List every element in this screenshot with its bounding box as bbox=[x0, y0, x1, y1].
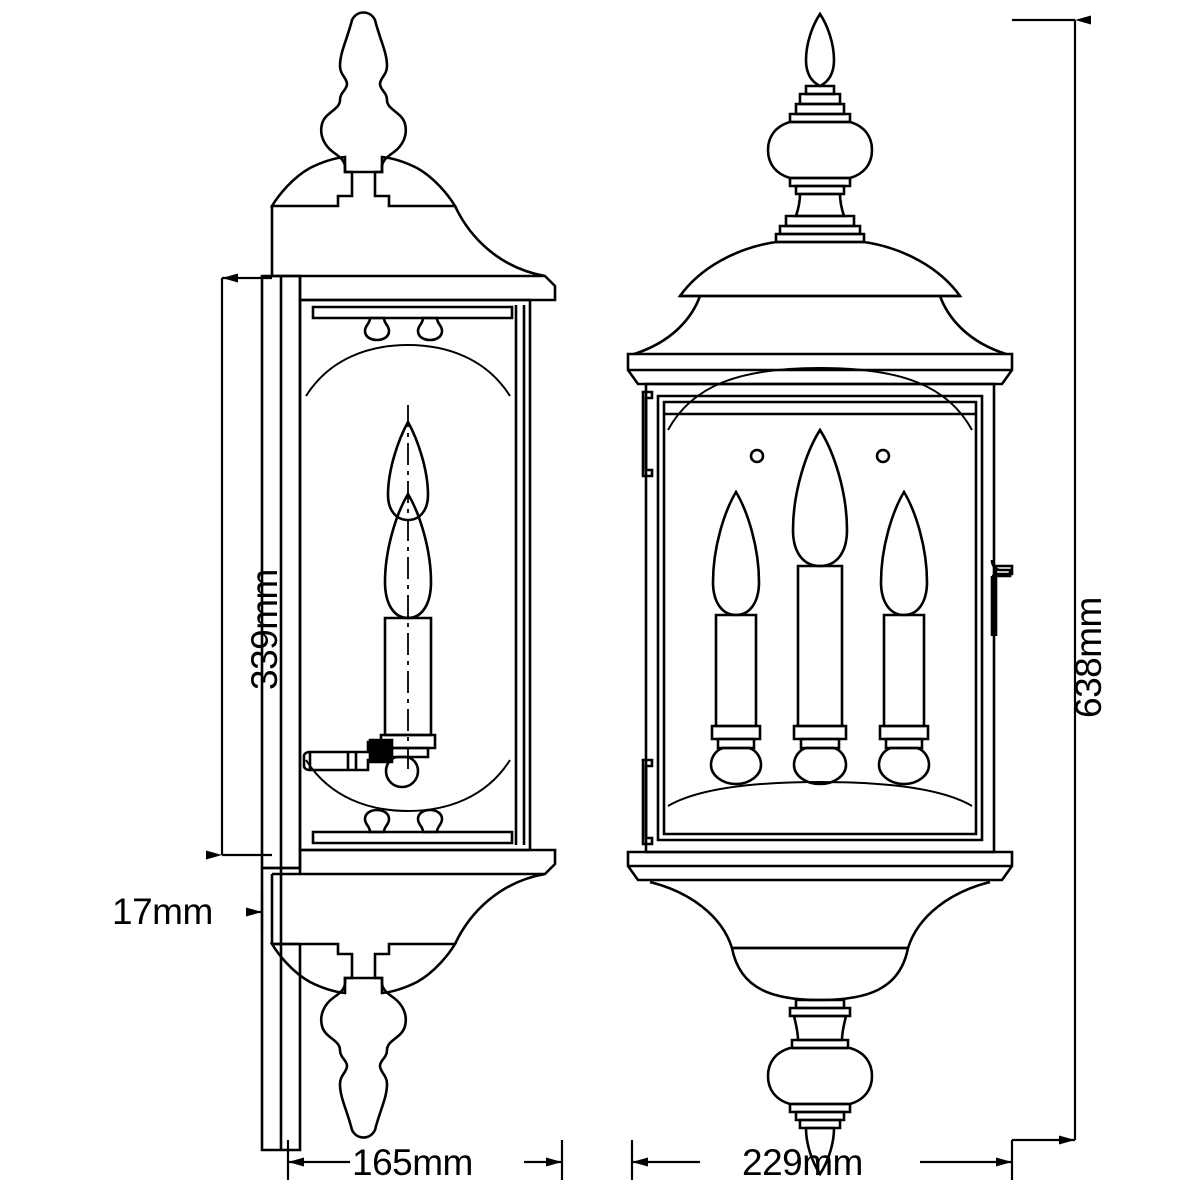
front-hinge-lower bbox=[641, 758, 654, 846]
front-roof-plate bbox=[626, 352, 1014, 386]
front-bottom-finial bbox=[766, 998, 874, 1177]
side-bottom-finial bbox=[319, 976, 408, 1139]
dimension-165mm bbox=[286, 1140, 564, 1180]
side-top-glass-rail bbox=[311, 305, 514, 342]
side-candle-lamps bbox=[379, 419, 437, 789]
side-crown-cap bbox=[269, 155, 458, 208]
dimension-label-229mm: 229mm bbox=[742, 1142, 863, 1183]
front-cove-shoulders bbox=[633, 295, 1007, 356]
dimension-339mm bbox=[206, 273, 272, 860]
side-glass-arc bbox=[305, 343, 511, 813]
front-candle-center bbox=[791, 427, 849, 786]
side-lower-cove bbox=[262, 866, 546, 946]
dimension-638mm bbox=[1012, 15, 1091, 1145]
side-top-shelf bbox=[298, 274, 557, 302]
side-top-finial bbox=[319, 11, 408, 174]
front-candle-right bbox=[877, 489, 931, 786]
side-socket-outline bbox=[368, 738, 394, 764]
dimension-17mm bbox=[246, 890, 264, 934]
side-lantern-body bbox=[298, 298, 532, 852]
side-bottom-glass-rail bbox=[311, 808, 514, 845]
side-bottom-shelf bbox=[298, 848, 557, 876]
front-top-finial bbox=[766, 11, 874, 244]
front-candle-left bbox=[709, 489, 763, 786]
dimension-229mm bbox=[630, 1140, 1014, 1180]
dimension-label-339mm: 339mm bbox=[244, 569, 285, 690]
dimension-label-638mm: 638mm bbox=[1068, 597, 1109, 718]
dimension-label-165mm: 165mm bbox=[352, 1142, 473, 1183]
side-upper-cove bbox=[270, 205, 546, 278]
dimension-label-17mm: 17mm bbox=[112, 891, 213, 932]
front-latch bbox=[990, 559, 1014, 636]
front-lower-cove bbox=[649, 880, 991, 949]
front-mount-holes bbox=[749, 448, 891, 464]
side-backplate-lower bbox=[260, 868, 302, 1152]
side-elevation-view bbox=[260, 11, 557, 1152]
front-glass-arc bbox=[667, 366, 973, 807]
front-base-plate bbox=[626, 850, 1014, 882]
front-crown-cap bbox=[677, 240, 963, 298]
front-bottom-bowl bbox=[730, 946, 910, 1002]
side-socket-shade bbox=[370, 740, 392, 762]
front-elevation-view bbox=[626, 11, 1014, 1177]
front-hinge-upper bbox=[641, 390, 654, 478]
